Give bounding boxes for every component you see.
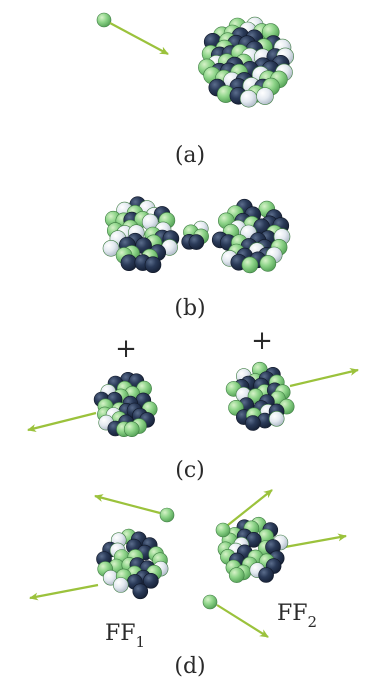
left-fragment-nucleus <box>94 372 157 436</box>
ff1-arrow <box>30 585 98 598</box>
right-fragment-arrow <box>290 370 358 386</box>
ff2-arrow <box>285 536 346 547</box>
uranium-nucleus <box>198 17 293 107</box>
panel-c-label: (c) <box>175 458 205 483</box>
ff2-label-main: FF <box>277 601 308 626</box>
neutron-sphere <box>121 255 137 271</box>
proton-sphere <box>240 90 257 107</box>
right-fragment-charge: + <box>251 326 273 356</box>
proton-sphere <box>216 523 230 537</box>
neutron-1-arrow <box>95 496 160 513</box>
left-fragment-charge: + <box>115 334 137 364</box>
panel-a-label: (a) <box>175 143 205 168</box>
ff2-label-sub: 2 <box>308 613 318 631</box>
released-neutron-2 <box>216 523 230 537</box>
proton-sphere <box>97 13 111 27</box>
released-neutron-1 <box>160 508 174 522</box>
neutron-sphere <box>245 416 260 431</box>
panel-d-label: (d) <box>174 654 205 679</box>
incoming-neutron <box>97 13 111 27</box>
neutron-3-arrow <box>217 605 268 637</box>
proton-sphere <box>257 88 274 105</box>
proton-sphere <box>203 595 217 609</box>
panel-d: FF1 FF2 (d) <box>30 490 346 679</box>
ff2-label: FF2 <box>277 601 317 631</box>
proton-sphere <box>113 578 128 593</box>
neutron-sphere <box>145 257 161 273</box>
neutron-sphere <box>189 235 204 250</box>
proton-sphere <box>124 422 139 437</box>
panel-a: (a) <box>97 13 294 168</box>
proton-sphere <box>269 411 284 426</box>
neutron-2-arrow <box>228 490 272 525</box>
deformed-nucleus <box>103 197 290 273</box>
ff1-label: FF1 <box>105 621 145 651</box>
incoming-neutron-arrow <box>110 23 168 54</box>
proton-sphere <box>260 255 276 271</box>
proton-sphere <box>229 568 244 583</box>
left-fragment-arrow <box>28 413 96 430</box>
ff1-label-main: FF <box>105 621 136 646</box>
panel-c: + + (c) <box>28 326 358 483</box>
proton-sphere <box>242 257 258 273</box>
panel-b: (b) <box>103 197 290 321</box>
right-fragment-nucleus <box>226 362 294 430</box>
neutron-sphere <box>133 584 148 599</box>
neutron-sphere <box>259 568 274 583</box>
proton-sphere <box>160 508 174 522</box>
panel-b-label: (b) <box>174 296 205 321</box>
ff1-label-sub: 1 <box>136 633 146 651</box>
released-neutron-3 <box>203 595 217 609</box>
ff1-nucleus <box>97 529 169 599</box>
